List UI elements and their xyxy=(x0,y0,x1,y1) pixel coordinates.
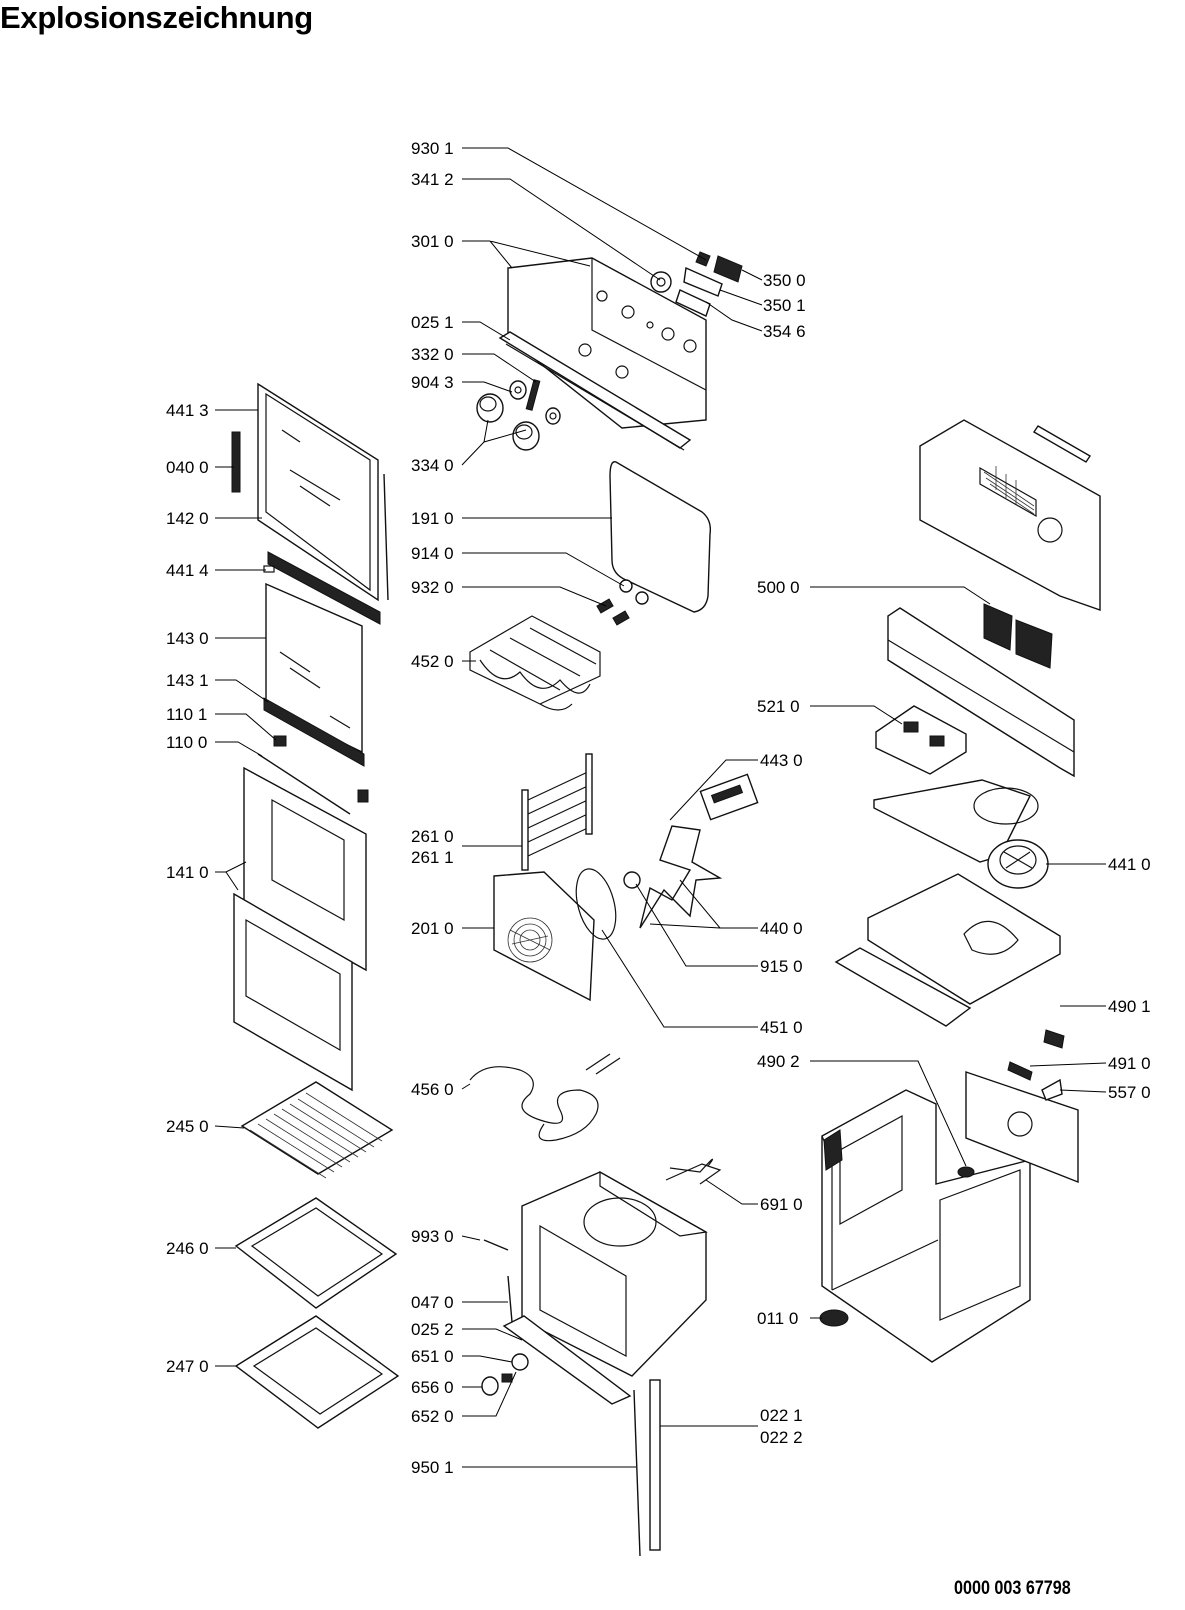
callout-500-0: 500 0 xyxy=(757,578,800,597)
callout-022-1: 022 1 xyxy=(760,1406,803,1425)
fan-housing-part xyxy=(919,419,1101,669)
callout-011-0: 011 0 xyxy=(757,1309,798,1328)
knob-parts xyxy=(476,379,561,451)
side-trim-part xyxy=(633,1379,661,1557)
callout-301-0: 301 0 xyxy=(411,232,454,251)
wire-rack-part xyxy=(240,1081,394,1179)
bottom-heater-part xyxy=(469,1053,621,1142)
callout-110-0: 110 0 xyxy=(166,733,207,752)
callout-441-0: 441 0 xyxy=(1108,855,1151,874)
callout-932-0: 932 0 xyxy=(411,578,454,597)
callout-354-6: 354 6 xyxy=(763,322,806,341)
callout-440-0: 440 0 xyxy=(760,919,803,938)
callout-456-0: 456 0 xyxy=(411,1080,454,1099)
callout-261-1: 261 1 xyxy=(411,848,454,867)
callout-245-0: 245 0 xyxy=(166,1117,209,1136)
callout-350-1: 350 1 xyxy=(763,296,806,315)
callout-930-1: 930 1 xyxy=(411,139,454,158)
oven-cavity-part xyxy=(502,1163,722,1405)
callout-047-0: 047 0 xyxy=(411,1293,454,1312)
callout-651-0: 651 0 xyxy=(411,1347,454,1366)
callout-443-0: 443 0 xyxy=(760,751,803,770)
door-profile-part xyxy=(263,551,381,625)
callout-201-0: 201 0 xyxy=(411,919,454,938)
callout-441-4: 441 4 xyxy=(166,561,209,580)
rear-cover-part xyxy=(493,871,595,1002)
control-panel-part xyxy=(498,251,743,451)
shelf-support-part xyxy=(521,753,593,871)
part-drawings xyxy=(231,251,1101,1557)
callout-490-2: 490 2 xyxy=(757,1052,800,1071)
callout-142-0: 142 0 xyxy=(166,509,209,528)
callout-914-0: 914 0 xyxy=(411,544,454,563)
document-number: 0000 003 67798 xyxy=(954,1578,1071,1599)
callout-143-1: 143 1 xyxy=(166,671,209,690)
callout-022-2: 022 2 xyxy=(760,1428,803,1447)
callout-441-3: 441 3 xyxy=(166,401,209,420)
callout-labels: 930 1 341 2 301 0 350 0 350 1 354 6 025 … xyxy=(166,139,1151,1477)
callout-247-0: 247 0 xyxy=(166,1357,209,1376)
inner-glass-part xyxy=(265,582,363,754)
callout-521-0: 521 0 xyxy=(757,697,800,716)
callout-025-1: 025 1 xyxy=(411,313,454,332)
callout-332-0: 332 0 xyxy=(411,345,454,364)
callout-261-0: 261 0 xyxy=(411,827,454,846)
callout-656-0: 656 0 xyxy=(411,1378,454,1397)
outer-door-part xyxy=(231,382,389,602)
callout-025-2: 025 2 xyxy=(411,1320,454,1339)
callout-915-0: 915 0 xyxy=(760,957,803,976)
callout-143-0: 143 0 xyxy=(166,629,209,648)
deep-tray-part xyxy=(234,1315,400,1429)
foot-part xyxy=(819,1309,849,1327)
glass-profile-part xyxy=(257,697,369,815)
callout-491-0: 491 0 xyxy=(1108,1054,1151,1073)
callout-040-0: 040 0 xyxy=(166,458,209,477)
callout-904-3: 904 3 xyxy=(411,373,454,392)
electronics-panel-part xyxy=(875,607,1075,778)
callout-334-0: 334 0 xyxy=(411,456,454,475)
callout-341-2: 341 2 xyxy=(411,170,454,189)
callout-246-0: 246 0 xyxy=(166,1239,209,1258)
sensor-part xyxy=(669,1158,714,1173)
fan-motor-part xyxy=(873,779,1049,889)
callout-141-0: 141 0 xyxy=(166,863,209,882)
callout-691-0: 691 0 xyxy=(760,1195,803,1214)
cooling-duct-part xyxy=(834,873,1061,1027)
callout-993-0: 993 0 xyxy=(411,1227,454,1246)
callout-191-0: 191 0 xyxy=(411,509,454,528)
door-hinge-parts xyxy=(481,1239,529,1396)
grill-element-part xyxy=(469,615,601,711)
callout-557-0: 557 0 xyxy=(1108,1083,1151,1102)
baking-tray-part xyxy=(234,1197,398,1309)
callout-110-1: 110 1 xyxy=(166,705,207,724)
callout-950-1: 950 1 xyxy=(411,1458,454,1477)
door-panel-part xyxy=(233,766,367,1092)
page-title: Explosionszeichnung xyxy=(0,0,313,35)
door-gasket-part xyxy=(596,461,712,626)
callout-652-0: 652 0 xyxy=(411,1407,454,1426)
callout-490-1: 490 1 xyxy=(1108,997,1151,1016)
leader-lines xyxy=(214,147,1107,1468)
fan-heater-part xyxy=(575,773,759,940)
callout-451-0: 451 0 xyxy=(760,1018,803,1037)
callout-452-0: 452 0 xyxy=(411,652,454,671)
callout-350-0: 350 0 xyxy=(763,271,806,290)
oven-housing-part xyxy=(821,1029,1079,1363)
